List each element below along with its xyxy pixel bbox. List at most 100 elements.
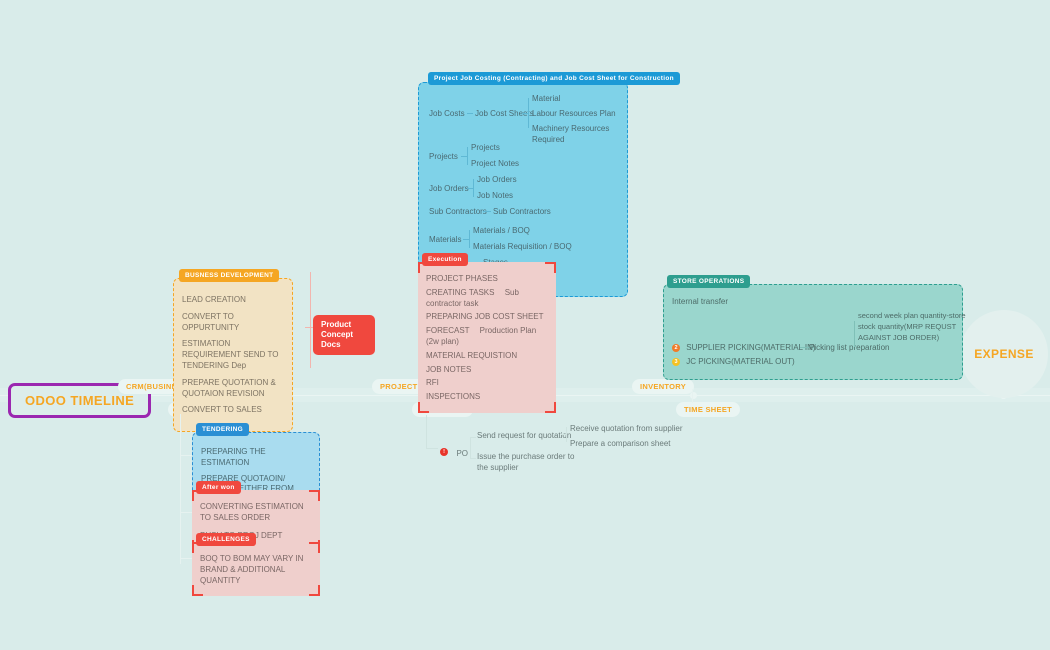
panel-title-job-costing: Project Job Costing (Contracting) and Jo… bbox=[428, 72, 680, 85]
challenges-row: BOQ TO BOM MAY VARY IN BRAND & ADDITIONA… bbox=[200, 554, 304, 585]
execution-row: PROJECT PHASES bbox=[426, 274, 548, 285]
purchase-child-label: Receive quotation from supplier bbox=[570, 424, 683, 433]
execution-row: FORECAST Production Plan (2w plan) bbox=[426, 326, 548, 348]
execution-row: RFI bbox=[426, 378, 548, 389]
bd-row: PREPARE QUOTATION & QUOTAION REVISION bbox=[182, 377, 276, 398]
job-costing-group: Projects Projects Project Notes bbox=[427, 143, 619, 173]
root-node-label: ODOO TIMELINE bbox=[25, 393, 135, 408]
picking-row-jc: 3 JC PICKING(MATERIAL OUT) bbox=[672, 357, 795, 368]
picking-row-supplier: 2 SUPPLIER PICKING(MATERIAL IN) bbox=[672, 343, 816, 354]
job-costing-group: Job Orders Job Orders Job Notes bbox=[427, 175, 619, 205]
connector bbox=[467, 188, 473, 189]
connector bbox=[426, 448, 438, 449]
purchase-branch2-label: Issue the purchase order to the supplier bbox=[477, 452, 575, 473]
bd-row: ESTIMATION REQUIREMENT SEND TO TENDERING… bbox=[182, 339, 279, 370]
group-child-label: Job Notes bbox=[477, 191, 514, 200]
connector bbox=[692, 389, 693, 403]
panel-business-development[interactable]: BUSNESS DEVELOPMENT LEAD CREATION CONVER… bbox=[173, 269, 293, 433]
panel-execution[interactable]: Execution PROJECT PHASES CREATING TASKS … bbox=[418, 253, 556, 413]
purchase-po-node[interactable]: ! PO bbox=[440, 443, 468, 461]
group-parent-label: Materials bbox=[429, 235, 462, 244]
group-child-label: Materials Requisition / BOQ bbox=[473, 242, 572, 251]
connector bbox=[561, 434, 567, 435]
panel-store-operations[interactable]: STORE OPERATIONS Internal transfer 2 SUP… bbox=[663, 275, 966, 380]
corner-bracket bbox=[309, 585, 320, 597]
expense-node[interactable]: EXPENSE bbox=[960, 310, 1048, 398]
purchase-po-label: PO bbox=[456, 449, 469, 458]
panel-after-won[interactable]: After won CONVERTING ESTIMATION TO SALES… bbox=[192, 481, 320, 552]
connector bbox=[467, 147, 468, 165]
group-mid-label: Job Cost Sheets bbox=[475, 109, 534, 118]
corner-bracket bbox=[545, 262, 556, 273]
connector bbox=[470, 437, 471, 459]
connector bbox=[483, 211, 491, 212]
group-child-label: Machinery Resources Required bbox=[532, 124, 610, 144]
connector bbox=[310, 272, 311, 368]
group-child-label: Project Notes bbox=[471, 159, 520, 168]
expense-label: EXPENSE bbox=[974, 347, 1034, 361]
group-child-label: Job Orders bbox=[477, 175, 517, 184]
node-product-concept-docs[interactable]: Product Concept Docs bbox=[313, 315, 375, 355]
connector bbox=[180, 512, 192, 513]
purchase-branch1-label: Send request for quotation bbox=[477, 431, 572, 440]
connector bbox=[180, 558, 192, 559]
panel-body-after-won: CONVERTING ESTIMATION TO SALES ORDER PUS… bbox=[192, 490, 320, 552]
product-concept-docs-label: Product Concept Docs bbox=[321, 320, 353, 349]
panel-title-store-operations: STORE OPERATIONS bbox=[667, 275, 751, 288]
corner-bracket bbox=[192, 585, 203, 597]
execution-row: INSPECTIONS bbox=[426, 392, 548, 403]
connector bbox=[467, 113, 473, 114]
corner-bracket bbox=[309, 542, 320, 553]
root-node-odoo-timeline[interactable]: ODOO TIMELINE bbox=[8, 383, 152, 418]
group-child-label: Sub Contractors bbox=[493, 207, 551, 216]
panel-title-challenges: CHALLENGES bbox=[196, 533, 256, 546]
group-child-label: Material bbox=[532, 94, 561, 103]
execution-row: CREATING TASKS Sub contractor task bbox=[426, 288, 548, 310]
connector bbox=[469, 230, 470, 248]
connector bbox=[854, 321, 855, 347]
group-child-label: Materials / BOQ bbox=[473, 226, 530, 235]
connector bbox=[180, 414, 181, 564]
execution-row: JOB NOTES bbox=[426, 365, 548, 376]
axis-dot bbox=[690, 392, 697, 399]
execution-row: MATERIAL REQUISTION bbox=[426, 351, 548, 362]
group-parent-label: Projects bbox=[429, 152, 458, 161]
bd-row: CONVERT TO SALES bbox=[182, 405, 262, 415]
timeline-pill-label: INVENTORY bbox=[640, 382, 687, 391]
after-won-row: CONVERTING ESTIMATION TO SALES ORDER bbox=[200, 502, 304, 522]
jc-picking-icon: 3 bbox=[672, 357, 680, 366]
connector bbox=[463, 239, 469, 240]
panel-challenges[interactable]: CHALLENGES BOQ TO BOM MAY VARY IN BRAND … bbox=[192, 533, 320, 597]
panel-title-execution: Execution bbox=[422, 253, 468, 266]
connector bbox=[522, 113, 528, 114]
timeline-pill-inventory[interactable]: INVENTORY bbox=[632, 379, 695, 394]
bd-row: CONVERT TO OPPURTUNITY bbox=[182, 311, 240, 332]
job-costing-group: Materials Materials / BOQ Materials Requ… bbox=[427, 226, 619, 256]
corner-bracket bbox=[309, 490, 320, 501]
execution-row-label: FORECAST bbox=[426, 326, 470, 336]
execution-row-extra: Production Plan (2w plan) bbox=[426, 326, 537, 346]
connector bbox=[305, 327, 314, 328]
group-parent-label: Job Orders bbox=[429, 184, 469, 193]
corner-bracket bbox=[418, 401, 429, 413]
internal-transfer-label: Internal transfer bbox=[672, 297, 729, 306]
panel-body-execution: PROJECT PHASES CREATING TASKS Sub contra… bbox=[418, 262, 556, 413]
group-parent-label: Job Costs bbox=[429, 109, 465, 118]
connector bbox=[470, 437, 476, 438]
picking-row-label: SUPPLIER PICKING(MATERIAL IN) bbox=[686, 343, 816, 352]
purchase-child-label: Prepare a comparison sheet bbox=[570, 439, 671, 448]
timeline-pill-label: TIME SHEET bbox=[684, 405, 733, 414]
connector bbox=[528, 98, 529, 128]
corner-bracket bbox=[545, 401, 556, 413]
connector bbox=[800, 347, 814, 348]
panel-body-store-operations: Internal transfer 2 SUPPLIER PICKING(MAT… bbox=[663, 284, 966, 380]
picking-row-label: JC PICKING(MATERIAL OUT) bbox=[686, 357, 795, 366]
mrp-note: second week plan quantity-store stock qu… bbox=[858, 311, 966, 342]
job-costing-group: Job Costs Job Cost Sheets Material Labou… bbox=[427, 93, 619, 144]
execution-row-label: PREPARING JOB COST SHEET bbox=[426, 312, 544, 322]
panel-body-business-development: LEAD CREATION CONVERT TO OPPURTUNITY EST… bbox=[173, 278, 293, 433]
execution-row-label: JOB NOTES bbox=[426, 364, 472, 374]
execution-row-label: RFI bbox=[426, 378, 439, 388]
timeline-pill-timesheet[interactable]: TIME SHEET bbox=[676, 402, 741, 417]
